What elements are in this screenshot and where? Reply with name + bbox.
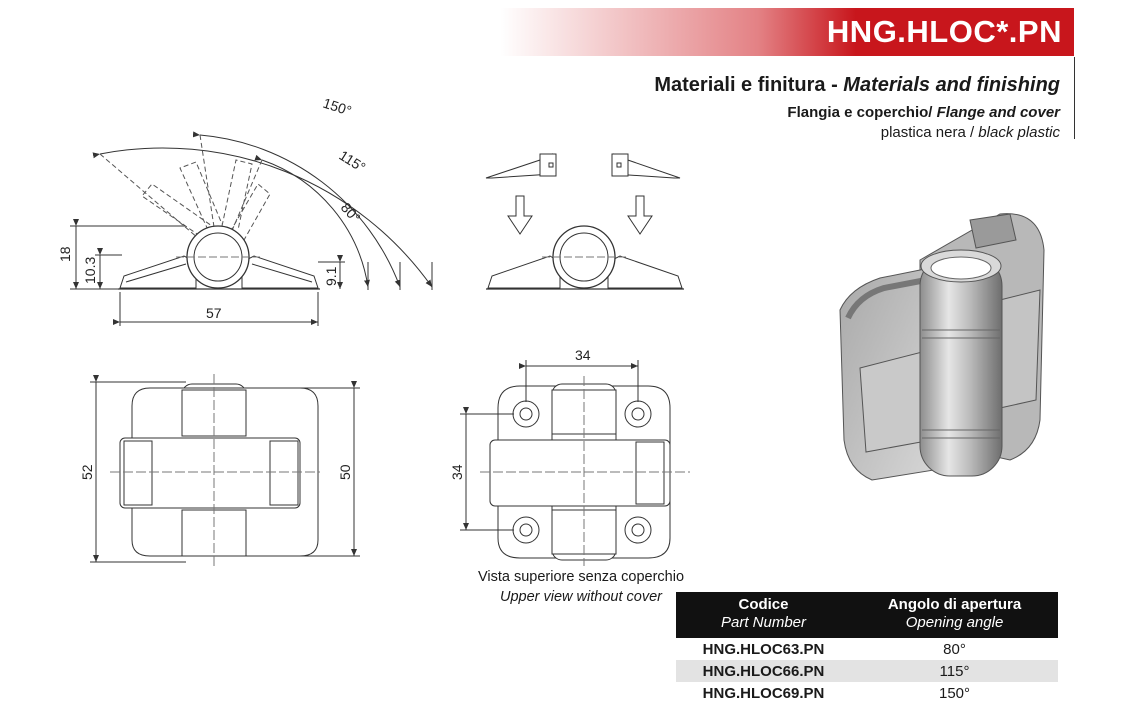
part-number-table: Codice Angolo di apertura Part Number Op… [676, 592, 1058, 704]
materials-finish-it: plastica nera / [880, 124, 979, 141]
arc-80 [254, 154, 370, 288]
col-part-number-header: Part Number [676, 614, 851, 638]
label-dim-34-left: 34 [449, 464, 465, 480]
row-code: HNG.HLOC66.PN [676, 660, 851, 682]
hinge-3d-render [839, 213, 1045, 481]
materials-part-it: Flangia e coperchio/ [787, 104, 937, 121]
label-dim-52: 52 [79, 464, 95, 480]
top-view [90, 374, 360, 566]
row-angle: 115° [851, 660, 1058, 682]
table-row: HNG.HLOC66.PN 115° [676, 660, 1058, 682]
label-dim-10-3: 10.3 [82, 257, 98, 284]
caption-italian: Vista superiore senza coperchio [477, 569, 685, 585]
row-code: HNG.HLOC69.PN [702, 684, 825, 702]
table-header-row: Codice Angolo di apertura [676, 592, 1058, 614]
label-dim-9-1: 9.1 [323, 266, 339, 286]
label-80: 80° [338, 199, 364, 225]
materials-heading: Materiali e finitura - Materials and fin… [654, 74, 1060, 97]
label-dim-57: 57 [206, 305, 222, 321]
label-dim-34-top: 34 [575, 347, 591, 363]
table-row: HNG.HLOC63.PN 80° [676, 638, 1058, 660]
materials-part: Flangia e coperchio/ Flange and cover [787, 104, 1060, 121]
label-dim-50: 50 [337, 464, 353, 480]
caption-english: Upper view without cover [500, 589, 662, 605]
label-115: 115° [336, 147, 368, 175]
table-subheader-row: Part Number Opening angle [676, 614, 1058, 638]
row-angle: 150° [938, 684, 971, 702]
side-view-angles [70, 131, 433, 326]
header-divider [1074, 57, 1075, 139]
label-150: 150° [321, 95, 353, 119]
page-title: HNG.HLOC*.PN [826, 14, 1062, 49]
col-codice-header: Codice [676, 592, 851, 614]
row-code: HNG.HLOC63.PN [702, 640, 825, 658]
assembly-view [485, 153, 684, 290]
upper-view-without-cover [460, 360, 690, 566]
materials-finish-en: black plastic [978, 124, 1060, 141]
materials-part-en: Flange and cover [936, 104, 1060, 121]
materials-finish: plastica nera / black plastic [881, 124, 1060, 141]
col-angolo-header: Angolo di apertura [851, 592, 1058, 614]
materials-heading-it: Materiali e finitura - [654, 74, 844, 96]
label-dim-18: 18 [57, 246, 73, 262]
header-banner [500, 8, 1074, 56]
row-angle: 80° [943, 640, 966, 658]
table-row: HNG.HLOC69.PN 150° [676, 682, 1058, 704]
col-opening-angle-header: Opening angle [851, 614, 1058, 638]
materials-heading-en: Materials and finishing [843, 74, 1060, 96]
